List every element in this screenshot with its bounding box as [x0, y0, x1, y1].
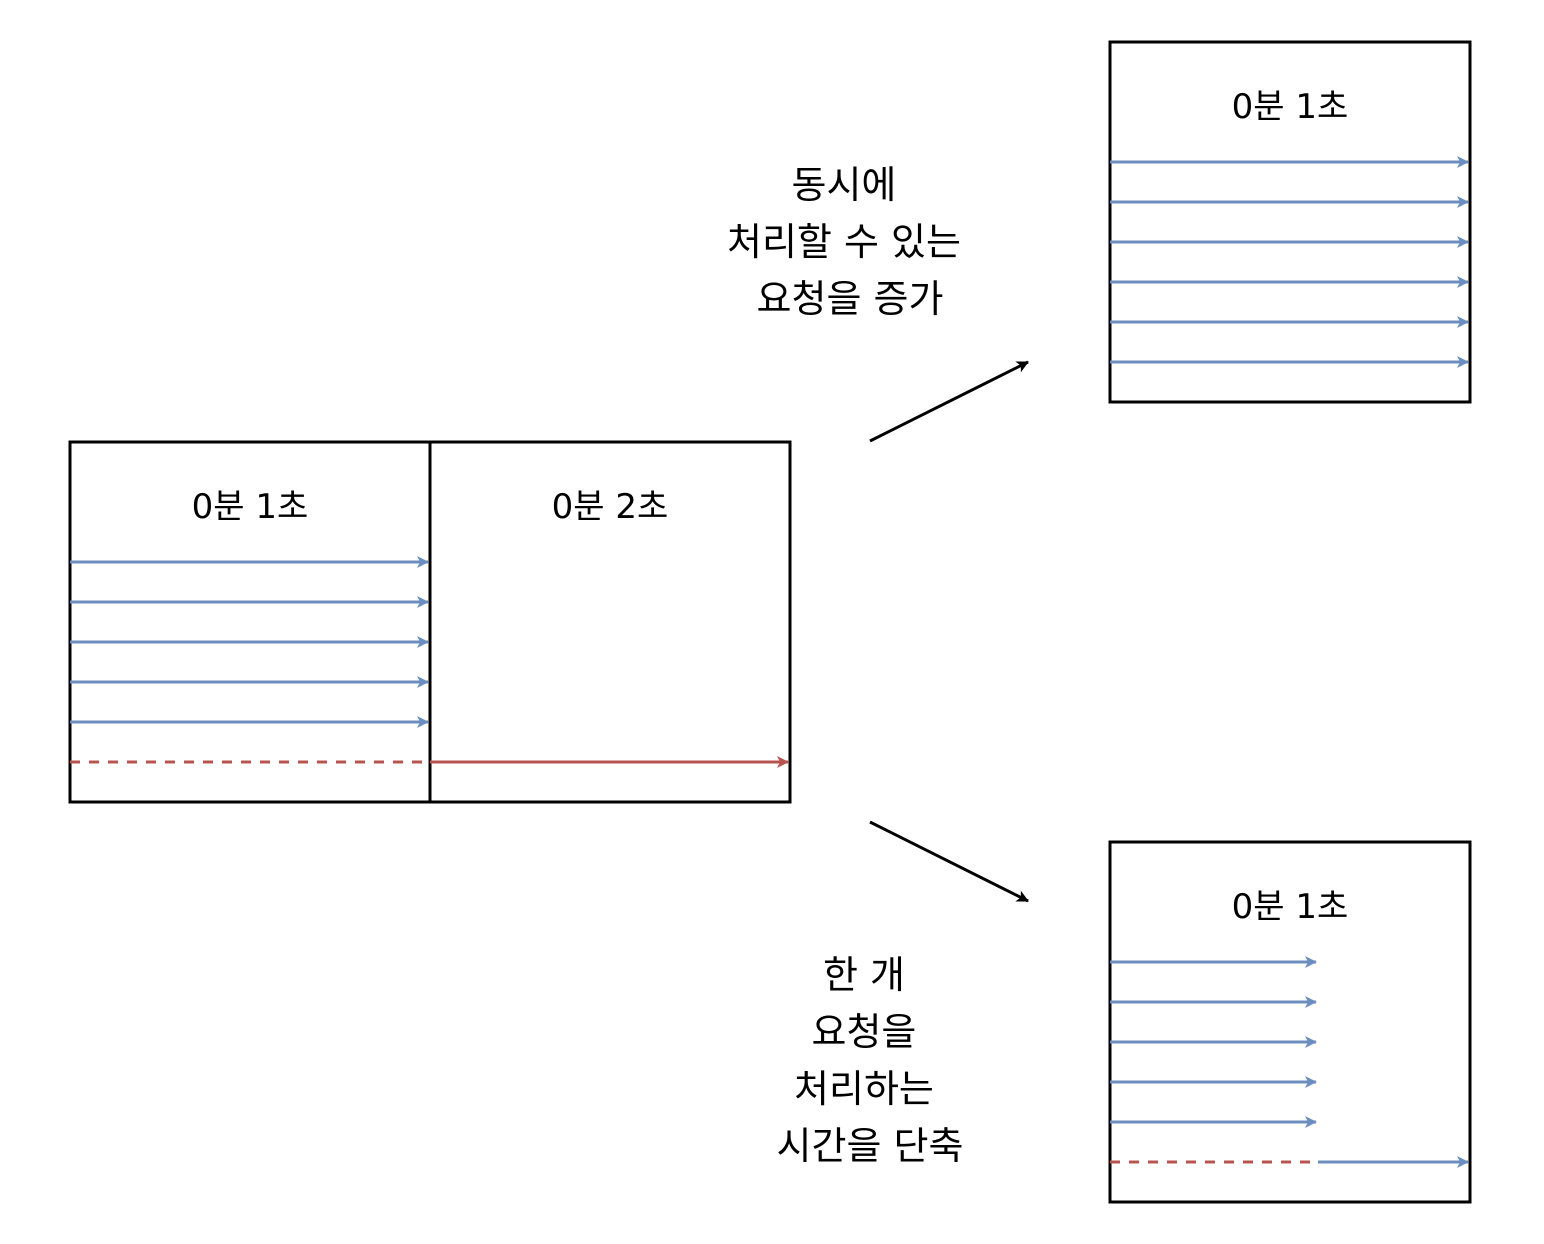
- original-timeline: 0분 1초 0분 2초: [68, 440, 792, 804]
- concurrency-result: 0분 1초: [1108, 40, 1472, 404]
- concurrency-caption-line: 처리할 수 있는: [727, 220, 961, 264]
- latency-caption-line: 처리하는: [794, 1067, 934, 1111]
- concurrency-caption-line: 요청을 증가: [757, 277, 944, 321]
- latency-caption-line: 한 개: [823, 953, 905, 997]
- concurrency-result-label: 0분 1초: [1232, 87, 1349, 127]
- original-first-second-label: 0분 1초: [192, 487, 309, 527]
- latency-caption-line: 요청을: [812, 1010, 917, 1054]
- original-second-second-label: 0분 2초: [552, 487, 669, 527]
- latency-result-box: [1108, 840, 1472, 1204]
- latency-result: 0분 1초: [1108, 840, 1472, 1204]
- concurrency-caption-line: 동시에: [792, 163, 897, 207]
- up-connector-arrow: [869, 360, 1029, 443]
- concurrency-caption: 동시에 처리할 수 있는 요청을 증가: [727, 163, 973, 321]
- latency-caption: 한 개 요청을 처리하는 시간을 단축: [777, 953, 964, 1168]
- latency-caption-line: 시간을 단축: [777, 1124, 964, 1168]
- concurrency-result-box: [1108, 40, 1472, 404]
- down-connector-arrow: [869, 820, 1029, 903]
- latency-result-label: 0분 1초: [1232, 887, 1349, 927]
